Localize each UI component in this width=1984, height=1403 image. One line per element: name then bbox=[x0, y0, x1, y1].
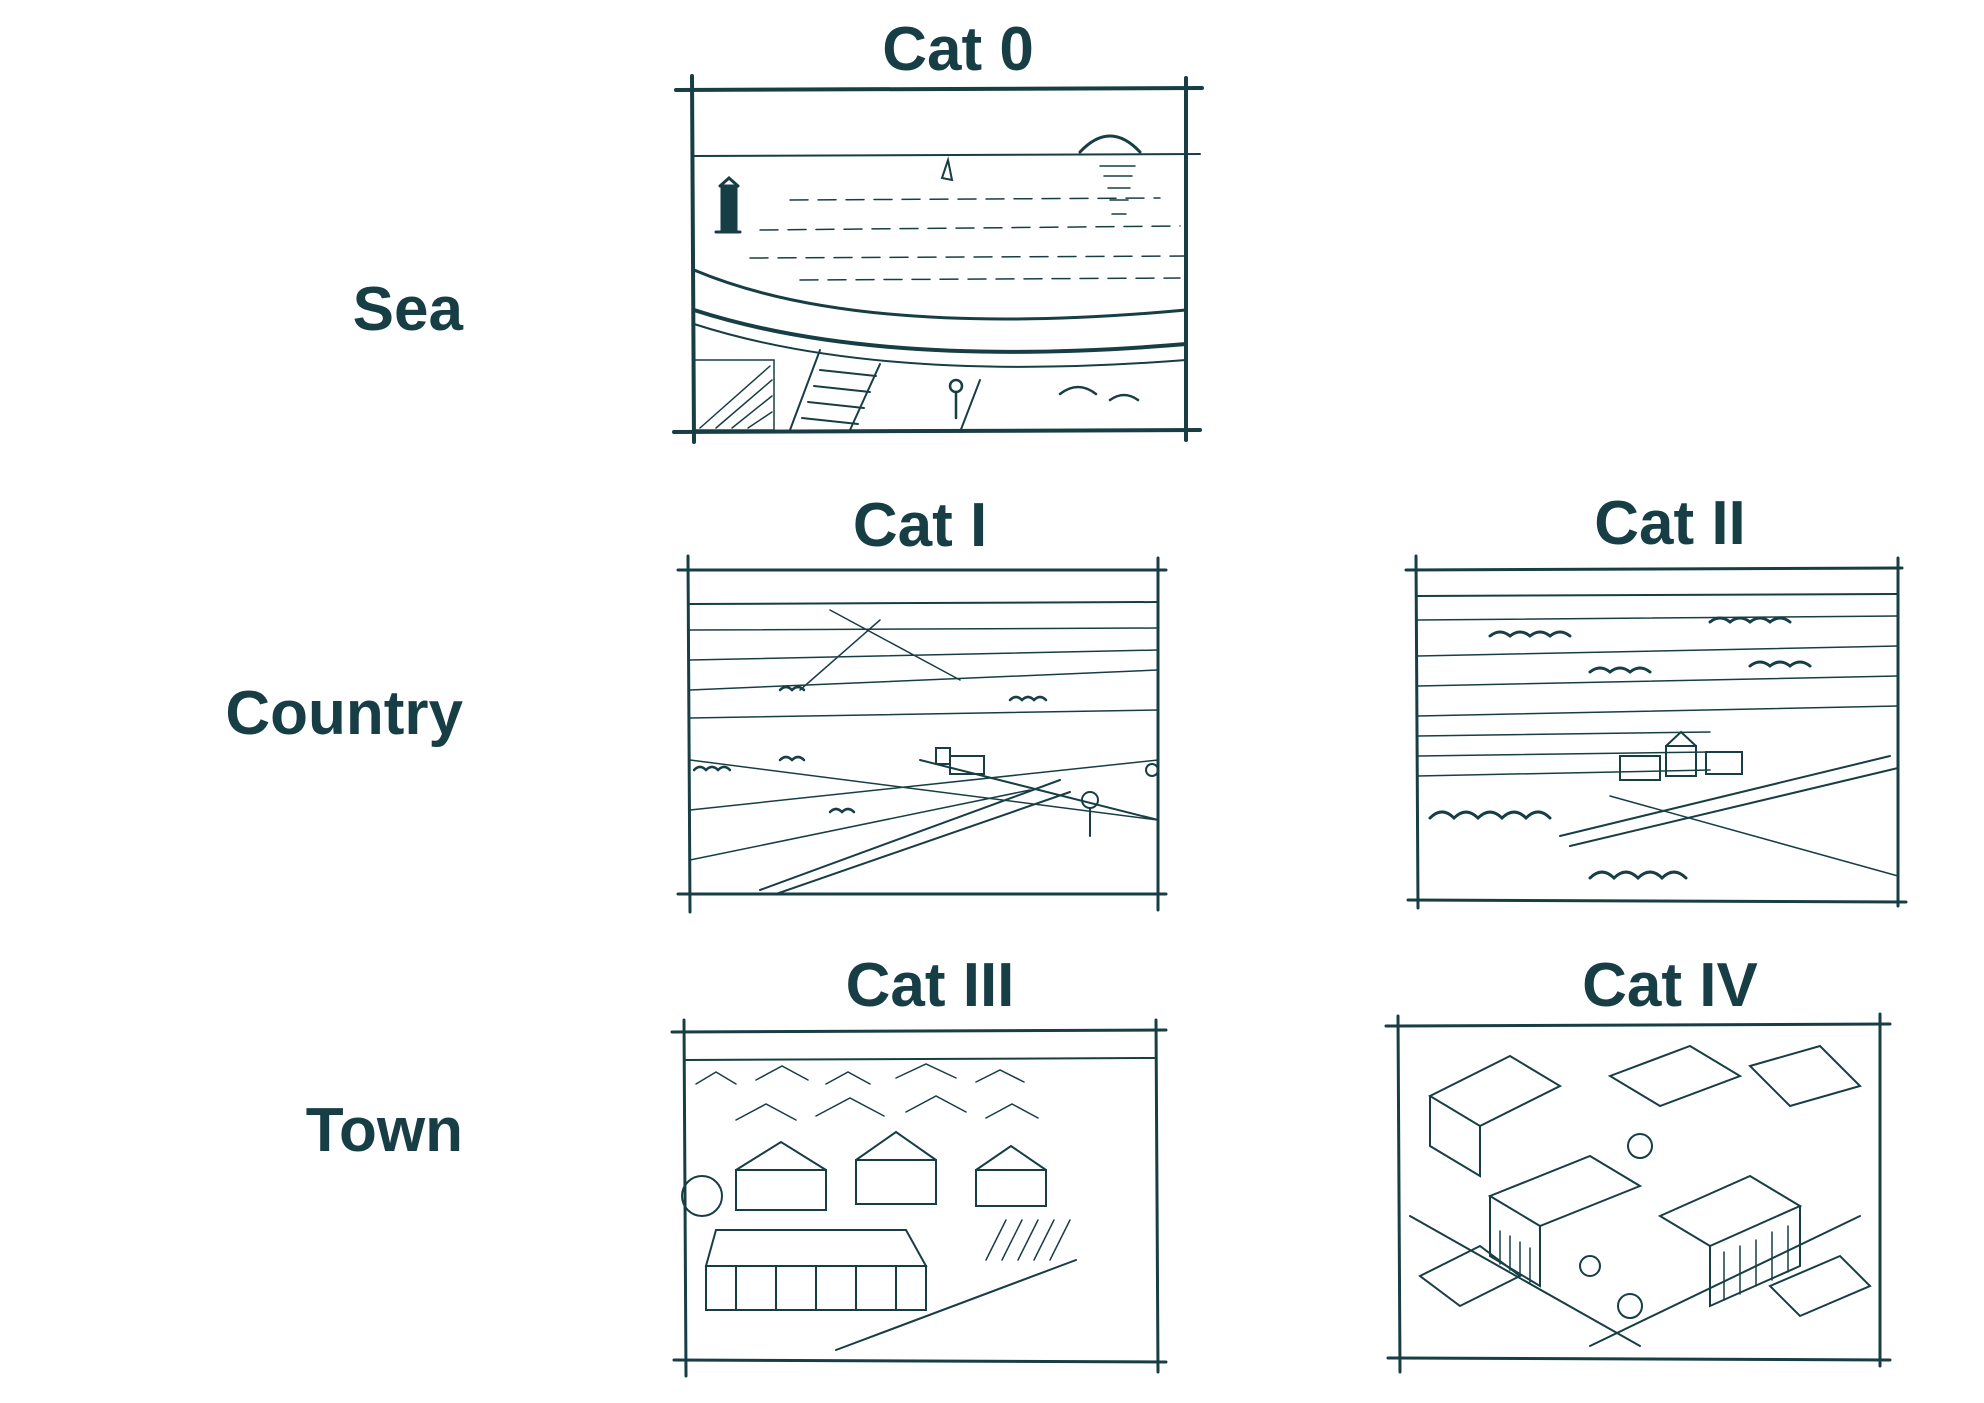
sketch-frame bbox=[1406, 556, 1906, 908]
sketch-frame bbox=[1386, 1014, 1890, 1372]
horizon-line bbox=[694, 154, 1200, 156]
horizon-line bbox=[690, 602, 1158, 604]
cat-title-0: Cat 0 bbox=[882, 15, 1034, 84]
sea-sketch bbox=[680, 80, 1200, 442]
cat-title-1: Cat I bbox=[852, 491, 988, 560]
houses bbox=[736, 1132, 1046, 1210]
sea-waves bbox=[750, 198, 1186, 280]
sailboat-icon bbox=[942, 160, 952, 180]
farm-buildings bbox=[936, 748, 984, 774]
roof-hatching bbox=[986, 1220, 1070, 1260]
field-boundaries bbox=[1418, 616, 1898, 876]
pier bbox=[790, 350, 880, 430]
tree-icon bbox=[682, 1176, 722, 1216]
sketch-frame bbox=[672, 1020, 1166, 1376]
row-label-country: Country bbox=[225, 679, 463, 748]
hatched-block bbox=[694, 360, 774, 430]
sketch-frame bbox=[678, 556, 1166, 912]
promenade-road bbox=[960, 380, 980, 432]
row-label-sea: Sea bbox=[352, 275, 463, 344]
village-buildings bbox=[1620, 732, 1742, 780]
hedgerows bbox=[694, 687, 1046, 812]
town-dense-sketch bbox=[1390, 1016, 1900, 1378]
country-villages-sketch bbox=[1410, 556, 1910, 912]
cat-title-2: Cat II bbox=[1594, 489, 1746, 558]
field-boundaries bbox=[690, 610, 1158, 860]
distant-roofs bbox=[696, 1064, 1038, 1120]
town-suburb-sketch bbox=[676, 1020, 1176, 1380]
beach-figures bbox=[950, 380, 1138, 418]
country-fields-sketch bbox=[680, 560, 1180, 916]
street bbox=[836, 1260, 1076, 1350]
promenade-edge bbox=[694, 324, 1186, 367]
sun-reflection bbox=[1100, 166, 1135, 214]
large-roof-block bbox=[706, 1230, 926, 1310]
sun-icon bbox=[1080, 136, 1140, 152]
courtyard-trees bbox=[1580, 1134, 1652, 1318]
country-road bbox=[1560, 756, 1898, 846]
cat-title-3: Cat III bbox=[845, 951, 1015, 1020]
shoreline bbox=[694, 270, 1186, 319]
building-blocks bbox=[1420, 1046, 1870, 1316]
sketch-frame bbox=[674, 76, 1202, 442]
promenade-wall bbox=[694, 310, 1186, 352]
country-road bbox=[760, 760, 1158, 894]
horizon-line bbox=[686, 1058, 1156, 1060]
cat-title-4: Cat IV bbox=[1582, 951, 1758, 1020]
facade-hatching bbox=[1500, 1226, 1788, 1300]
streets bbox=[1410, 1216, 1860, 1346]
row-label-town: Town bbox=[305, 1096, 463, 1165]
lighthouse-icon bbox=[716, 178, 740, 232]
trees bbox=[1082, 764, 1158, 836]
horizon-line bbox=[1418, 594, 1898, 596]
woodland-belts bbox=[1430, 618, 1810, 878]
